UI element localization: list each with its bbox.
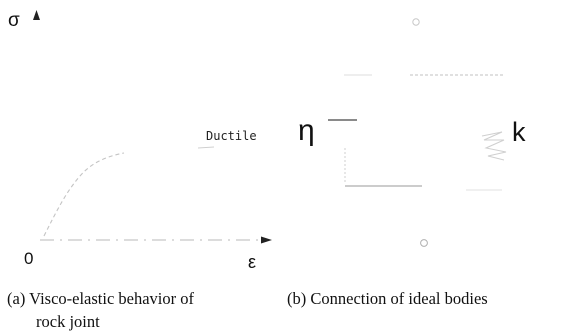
x-axis-arrow (261, 236, 272, 244)
y-axis-arrow (33, 10, 40, 20)
panel-a-plot: σ ε 0 Ductile (8, 10, 272, 272)
caption-a-line1: (a) Visco-elastic behavior of (7, 289, 195, 308)
spring-element (481, 131, 507, 161)
caption-b: (b) Connection of ideal bodies (287, 289, 488, 308)
ductile-curve-tail (197, 146, 215, 149)
caption-a-line2: rock joint (36, 312, 100, 331)
y-axis-label: σ (8, 10, 20, 31)
bottom-terminal (420, 239, 428, 247)
dashpot-label: η (298, 114, 315, 147)
ductile-curve (43, 152, 125, 237)
ductile-label: Ductile (206, 129, 257, 143)
panel-b-model: η k (298, 18, 526, 247)
top-terminal (412, 18, 420, 26)
spring-label: k (512, 117, 526, 147)
origin-label: 0 (24, 249, 33, 268)
x-axis-label: ε (248, 252, 256, 272)
